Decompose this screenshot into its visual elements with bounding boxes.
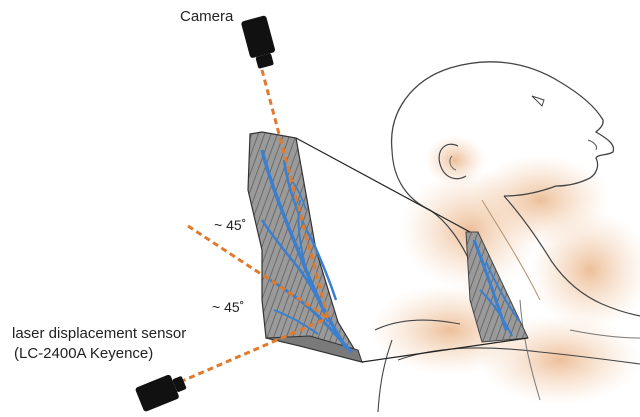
- laser-sensor-icon: [135, 370, 189, 412]
- tissue-sample: [248, 132, 362, 362]
- sensor-label-line1: laser displacement sensor: [12, 325, 186, 342]
- head-neck-illustration: [370, 62, 640, 412]
- camera-icon: [241, 15, 279, 70]
- angle-label-upper: ~ 45˚: [214, 217, 246, 233]
- sensor-label-line2: (LC-2400A Keyence): [14, 345, 153, 362]
- camera-label: Camera: [180, 8, 234, 25]
- angle-label-lower: ~ 45˚: [212, 299, 244, 315]
- laser-beam: [180, 318, 328, 382]
